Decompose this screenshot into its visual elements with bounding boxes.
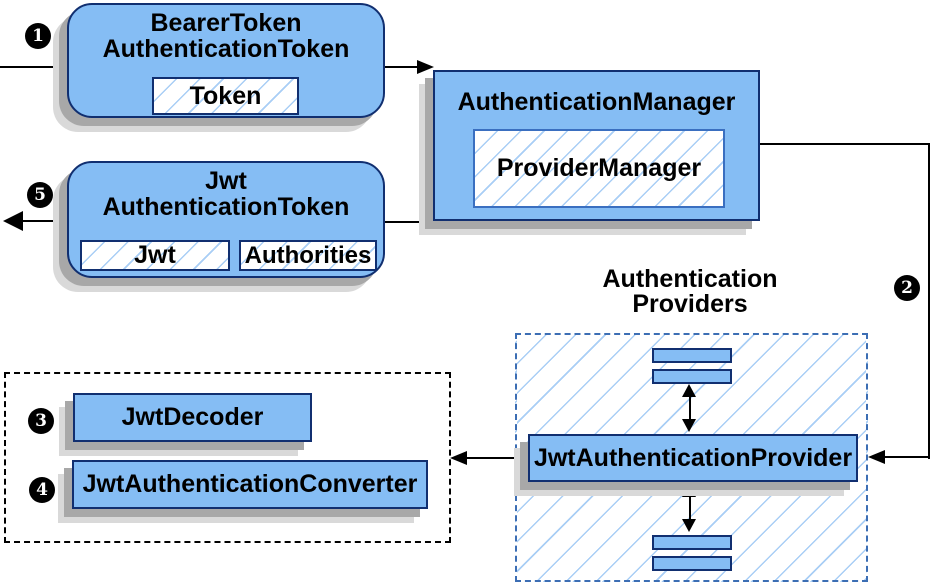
jwt-token-outgoing-arrowhead-icon xyxy=(3,211,23,231)
other-provider-bar xyxy=(652,535,732,550)
node-title-line2: AuthenticationToken xyxy=(102,35,350,63)
step-badge-4: 4 xyxy=(29,477,55,503)
node-title-line2: AuthenticationToken xyxy=(102,193,350,221)
step-badge-3: 3 xyxy=(28,408,54,434)
incoming-request-line xyxy=(0,66,67,68)
node-jwt-authentication-provider: JwtAuthenticationProvider xyxy=(528,434,858,482)
node-title: Jwt AuthenticationToken xyxy=(69,163,383,220)
manager-to-jwt-token-line xyxy=(385,221,433,223)
node-title: JwtAuthenticationProvider xyxy=(533,443,853,472)
node-title-line1: Jwt xyxy=(205,167,247,195)
provider-to-decoder-line xyxy=(466,457,528,459)
step-badge-1: 1 xyxy=(25,23,51,49)
bearer-to-manager-line xyxy=(385,66,419,68)
node-bearer-token-authentication-token: BearerToken AuthenticationToken Token xyxy=(67,3,385,118)
top-double-arrow-up-icon xyxy=(682,384,696,397)
field-token: Token xyxy=(152,77,299,115)
step-badge-5: 5 xyxy=(27,182,53,208)
other-provider-bar xyxy=(652,369,732,384)
manager-to-provider-line-vertical xyxy=(928,143,930,459)
manager-to-provider-line-bottom xyxy=(884,456,930,458)
jwt-token-outgoing-line xyxy=(23,220,68,222)
step-badge-2: 2 xyxy=(894,275,920,301)
manager-to-provider-line-top xyxy=(760,143,929,145)
authentication-providers-label-line1: Authentication xyxy=(602,265,778,293)
bottom-double-arrow-line xyxy=(689,491,691,525)
node-authentication-manager: AuthenticationManager ProviderManager xyxy=(433,70,760,221)
authentication-providers-label: Authentication Providers xyxy=(545,267,835,317)
field-token-label: Token xyxy=(189,81,262,110)
provider-to-decoder-arrowhead-icon xyxy=(450,451,467,465)
bottom-double-arrow-down-icon xyxy=(682,519,696,532)
manager-to-provider-arrowhead-icon xyxy=(868,450,885,464)
authentication-providers-label-line2: Providers xyxy=(632,290,748,318)
node-title: BearerToken AuthenticationToken xyxy=(69,5,383,62)
field-authorities-label: Authorities xyxy=(244,241,372,269)
top-double-arrow-line xyxy=(689,391,691,425)
inner-provider-manager-label: ProviderManager xyxy=(496,154,702,182)
field-jwt-label: Jwt xyxy=(134,241,176,269)
top-double-arrow-down-icon xyxy=(682,419,696,432)
other-provider-bar xyxy=(652,556,732,571)
node-title: JwtDecoder xyxy=(121,403,264,431)
field-authorities: Authorities xyxy=(239,240,377,271)
other-provider-bar xyxy=(652,348,732,363)
node-jwt-authentication-converter: JwtAuthenticationConverter xyxy=(72,460,428,509)
node-jwt-decoder: JwtDecoder xyxy=(73,393,312,442)
node-jwt-authentication-token: Jwt AuthenticationToken Jwt Authorities xyxy=(67,161,385,278)
bottom-double-arrow-up-icon xyxy=(682,484,696,497)
node-title-line1: BearerToken xyxy=(150,9,302,37)
bearer-to-manager-arrowhead-icon xyxy=(417,60,434,74)
field-jwt: Jwt xyxy=(80,240,230,271)
node-title: JwtAuthenticationConverter xyxy=(82,470,418,498)
node-title: AuthenticationManager xyxy=(457,88,736,116)
inner-provider-manager: ProviderManager xyxy=(473,129,725,208)
